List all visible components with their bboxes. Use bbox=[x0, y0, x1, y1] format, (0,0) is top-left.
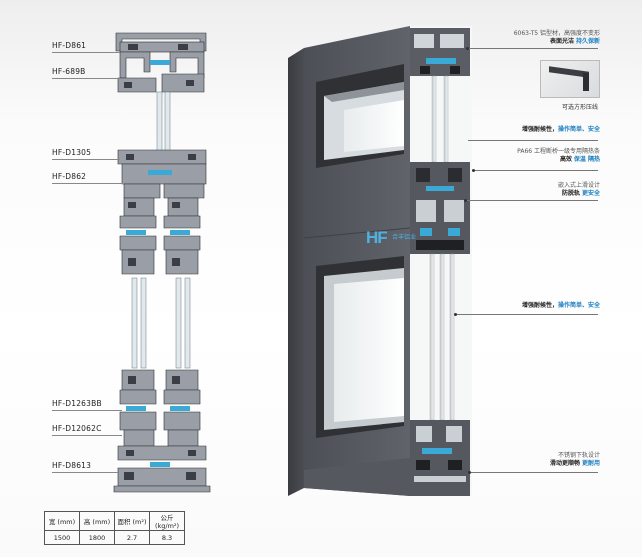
annotation-bottom-rail: 不锈钢下轨设计 滑动更顺畅 更耐用 bbox=[480, 452, 600, 468]
logo-mark: HF bbox=[366, 228, 388, 247]
header-width: 宽 (mm) bbox=[44, 511, 80, 531]
value-weight: 8.3 bbox=[149, 530, 185, 545]
label-hf-d12062c: HF-D12062C bbox=[52, 424, 102, 433]
label-hf-689b: HF-689B bbox=[52, 67, 86, 76]
leader-line bbox=[52, 472, 118, 473]
leader-line bbox=[52, 410, 122, 411]
annotation-weather-mid-title: 增强耐候性， bbox=[521, 302, 558, 309]
label-hf-d862: HF-D862 bbox=[52, 172, 87, 181]
spec-header-row: 宽 (mm) 高 (mm) 面积 (m²) 公斤 (kg/m²) bbox=[44, 511, 185, 531]
bead-profile-side bbox=[583, 73, 589, 91]
leader-line bbox=[52, 159, 120, 160]
annotation-anti-derail-title: 防脱轨 bbox=[562, 190, 581, 197]
annotation-material-title: 表面光洁 bbox=[550, 38, 575, 45]
annotation-square-bead-caption: 可选方形压线 bbox=[561, 104, 598, 111]
annotation-pointer-dot bbox=[468, 471, 471, 474]
value-width: 1500 bbox=[44, 530, 80, 545]
annotation-thermal-detail: PA66 工程断桥一级专用隔热条 bbox=[517, 148, 600, 155]
leader-line bbox=[52, 78, 120, 79]
value-height: 1800 bbox=[79, 530, 115, 545]
annotation-bottom-rail-highlight: 更耐用 bbox=[581, 460, 600, 467]
annotation-square-bead: 可选方形压线 bbox=[478, 104, 598, 112]
window-render bbox=[288, 26, 472, 496]
annotation-weather-top-title: 增强耐候性， bbox=[521, 126, 558, 133]
label-hf-d8613: HF-D8613 bbox=[52, 461, 92, 470]
spec-value-row: 1500 1800 2.7 8.3 bbox=[44, 530, 185, 545]
annotation-anti-derail: 嵌入式上滑设计 防脱轨 更安全 bbox=[480, 182, 600, 198]
header-weight: 公斤 (kg/m²) bbox=[149, 511, 185, 531]
header-height: 高 (mm) bbox=[79, 511, 115, 531]
annotation-pointer bbox=[474, 170, 598, 171]
annotation-pointer bbox=[468, 140, 598, 141]
annotation-thermal-highlight: 保温 隔热 bbox=[573, 156, 600, 163]
annotation-weather-mid-highlight: 操作简单、安全 bbox=[557, 302, 600, 309]
annotation-bottom-rail-detail: 不锈钢下轨设计 bbox=[557, 452, 600, 459]
logo-text: 合丰铝业 bbox=[392, 235, 417, 241]
annotation-pointer bbox=[468, 48, 598, 49]
annotation-material-detail: 6063-T5 铝型材，高强度不变形 bbox=[513, 30, 600, 37]
annotation-anti-derail-highlight: 更安全 bbox=[581, 190, 600, 197]
annotation-pointer bbox=[466, 200, 598, 201]
leader-line bbox=[52, 435, 122, 436]
annotation-pointer-dot bbox=[454, 313, 457, 316]
annotation-thermal-strip: PA66 工程断桥一级专用隔热条 高效 保温 隔热 bbox=[480, 148, 600, 164]
square-bead-inset bbox=[540, 60, 600, 98]
leader-line bbox=[52, 52, 120, 53]
value-area: 2.7 bbox=[114, 530, 150, 545]
header-area: 面积 (m²) bbox=[114, 511, 150, 531]
annotation-pointer bbox=[456, 314, 598, 315]
spec-table: 宽 (mm) 高 (mm) 面积 (m²) 公斤 (kg/m²) 1500 18… bbox=[44, 511, 185, 545]
annotation-pointer-dot bbox=[464, 199, 467, 202]
annotation-weather-top-highlight: 操作简单、安全 bbox=[557, 126, 600, 133]
profile-section-drawing bbox=[113, 32, 211, 493]
annotation-thermal-title: 高效 bbox=[559, 156, 572, 163]
annotation-material: 6063-T5 铝型材，高强度不变形 表面光洁 持久保新 bbox=[480, 30, 600, 46]
label-hf-d861: HF-D861 bbox=[52, 41, 87, 50]
annotation-pointer-dot bbox=[466, 47, 469, 50]
annotation-weather-top: 增强耐候性，操作简单、安全 bbox=[480, 126, 600, 134]
annotation-pointer-dot bbox=[472, 169, 475, 172]
leader-line bbox=[52, 183, 124, 184]
annotation-material-highlight: 持久保新 bbox=[575, 38, 600, 45]
annotation-bottom-rail-title: 滑动更顺畅 bbox=[550, 460, 581, 467]
label-hf-d1263bb: HF-D1263BB bbox=[52, 399, 102, 408]
label-hf-d1305: HF-D1305 bbox=[52, 148, 92, 157]
annotation-weather-mid: 增强耐候性，操作简单、安全 bbox=[480, 302, 600, 310]
annotation-anti-derail-detail: 嵌入式上滑设计 bbox=[557, 182, 600, 189]
brand-logo: HF 合丰铝业 bbox=[366, 228, 416, 248]
annotation-pointer bbox=[470, 472, 598, 473]
